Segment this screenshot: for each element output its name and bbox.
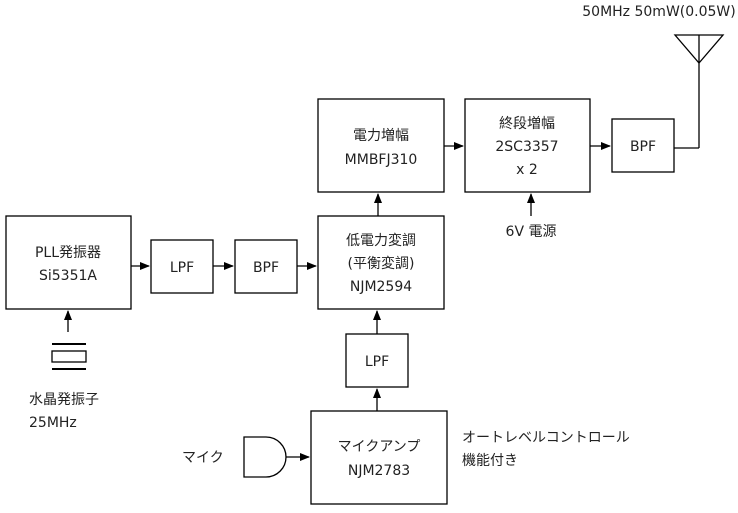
pll-block-part: Si5351A [39,268,97,284]
modulator-part: NJM2594 [350,279,412,295]
bpf-block-1: BPF [234,239,298,294]
power-amp-title: 電力増幅 [353,128,409,144]
modulator-subtitle: (平衡変調) [348,255,415,272]
final-amp-part: 2SC3357 [495,139,558,155]
mic-amp-title: マイクアンプ [338,439,421,455]
power-supply-label: 6V 電源 [506,224,557,240]
final-amp-title: 終段増幅 [499,116,555,132]
antenna-icon [673,34,725,149]
microphone-icon [243,436,287,478]
signal-arrows [64,142,611,461]
alc-note-line2: 機能付き [462,453,518,469]
mic-amp-block: マイクアンプ NJM2783 [310,410,448,505]
pll-block-title: PLL発振器 [35,245,101,261]
power-amp-part: MMBFJ310 [345,152,418,168]
final-amp-block: 終段増幅 2SC3357 x 2 [464,98,591,193]
output-spec-label: 50MHz 50mW(0.05W) [582,4,735,20]
bpf-2-label: BPF [630,139,656,155]
pll-oscillator-block: PLL発振器 Si5351A [5,215,132,310]
lpf-2-label: LPF [365,354,389,370]
lpf-block-2: LPF [345,333,409,388]
mic-label: マイク [182,450,224,466]
alc-note-line1: オートレベルコントロール [462,430,630,446]
power-amp-block: 電力増幅 MMBFJ310 [317,98,445,193]
lpf-1-label: LPF [170,260,194,276]
mic-amp-part: NJM2783 [348,463,410,479]
modulator-block: 低電力変調 (平衡変調) NJM2594 [317,215,445,310]
crystal-icon [51,343,87,370]
modulator-title: 低電力変調 [346,232,416,249]
bpf-1-label: BPF [253,260,279,276]
crystal-name-label: 水晶発振子 [29,392,99,408]
lpf-block-1: LPF [150,239,214,294]
bpf-block-2: BPF [611,118,675,173]
final-amp-count: x 2 [516,162,538,178]
crystal-freq-label: 25MHz [29,415,77,431]
